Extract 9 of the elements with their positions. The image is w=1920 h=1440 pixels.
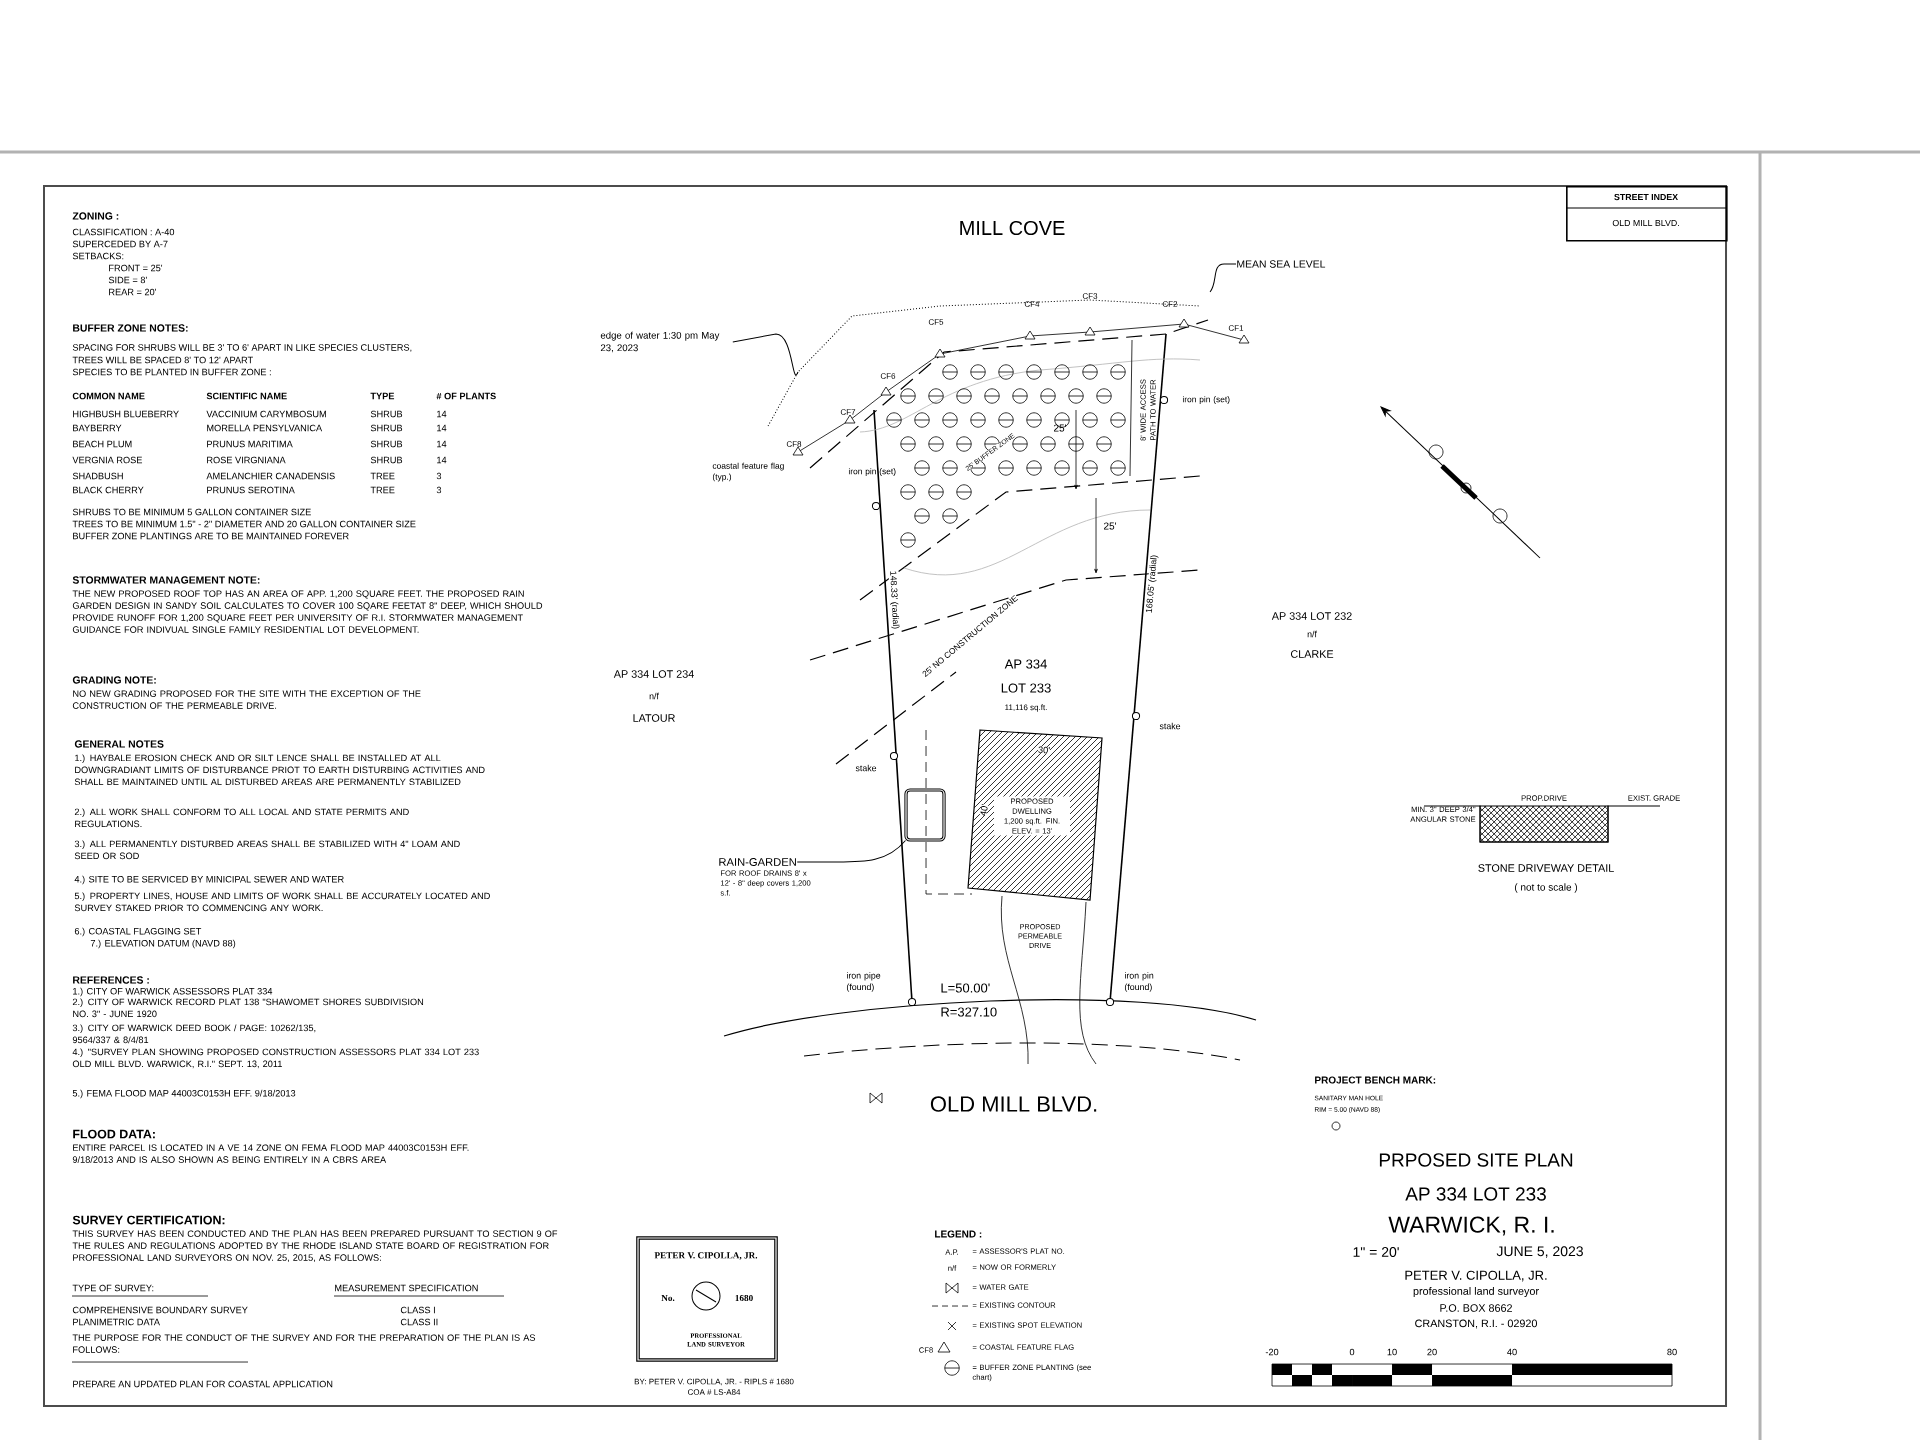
leader-line	[796, 840, 906, 863]
leader-line	[1209, 263, 1237, 293]
title-text: PRPOSED SITE PLAN	[1379, 1153, 1573, 1167]
leader-line	[732, 333, 799, 376]
title-text: WARWICK, R. I.	[1388, 1216, 1554, 1236]
title-text: AP 334 LOT 233	[1405, 1187, 1546, 1201]
street-label: OLD MILL BLVD.	[930, 1096, 1097, 1112]
water-body-label: MILL COVE	[960, 220, 1065, 236]
rain-garden-box	[904, 788, 946, 842]
